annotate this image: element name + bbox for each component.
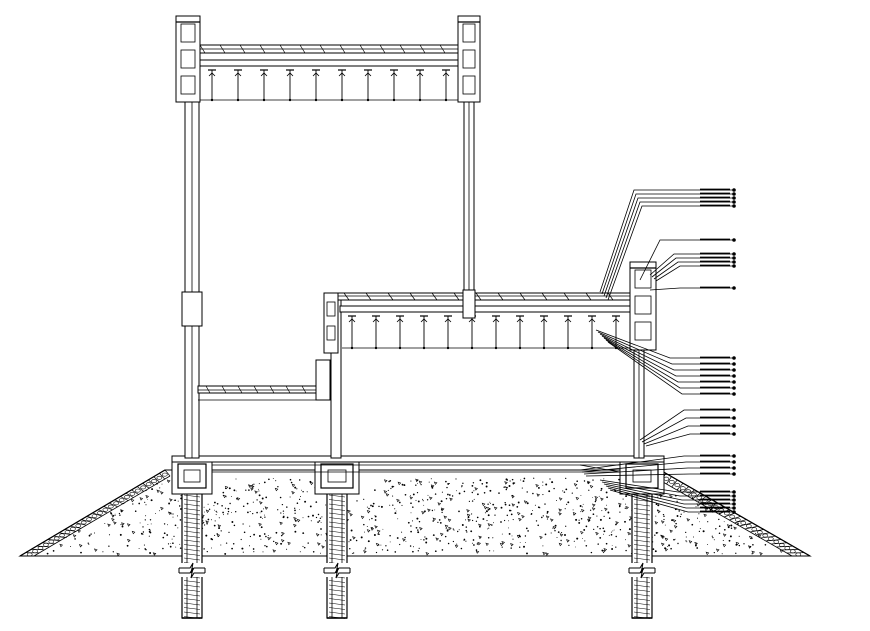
leader-lines [579, 188, 736, 514]
footing-left [171, 457, 213, 495]
parapet-mid-right [629, 261, 657, 351]
footing-middle [314, 457, 360, 495]
parapet-left [175, 15, 201, 103]
column-left [181, 69, 203, 459]
parapet-right [457, 15, 481, 103]
pile-right [628, 491, 656, 619]
ground-fill [18, 469, 812, 557]
pile-middle [323, 491, 351, 619]
pile-left [178, 491, 206, 619]
lower-slab [197, 359, 331, 401]
mid-slab [323, 289, 641, 354]
roof-slab [195, 44, 465, 102]
column-upper-right [463, 69, 475, 301]
